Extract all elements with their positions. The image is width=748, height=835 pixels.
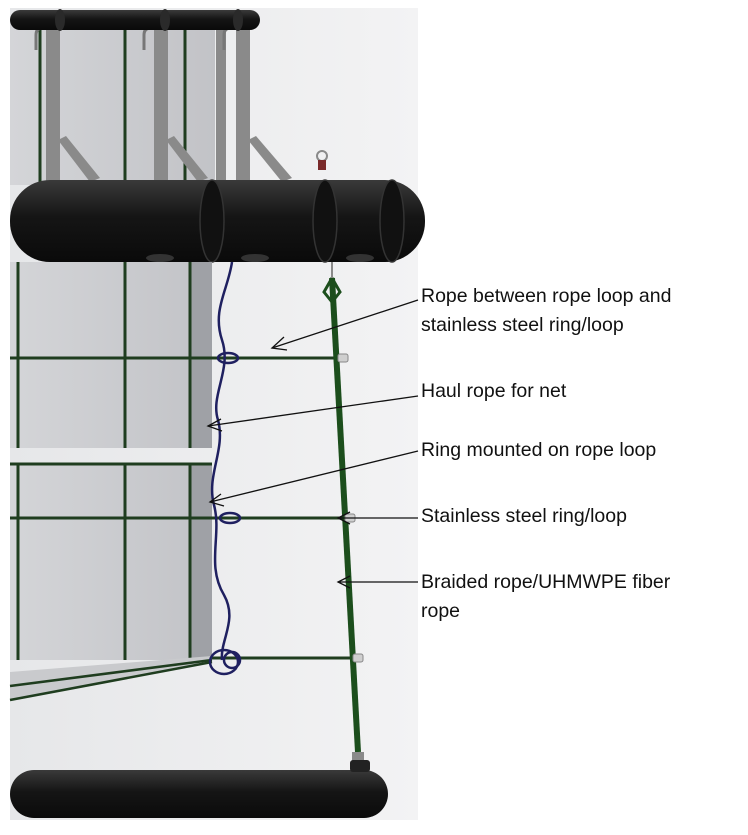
leader-line [207, 395, 419, 427]
braided-rope-eye [322, 274, 342, 305]
label-line: rope [421, 600, 460, 622]
label-ring-mounted: Ring mounted on rope loop [421, 439, 656, 461]
collar-joint [312, 179, 338, 263]
arrowhead-icon [208, 493, 225, 507]
arrowhead-icon [270, 336, 288, 351]
net-bottom-line [9, 658, 213, 688]
net-bottom-line [9, 660, 213, 702]
lower-net-section [9, 462, 213, 702]
rope-loop-icon [216, 351, 240, 365]
bracket-post [216, 22, 226, 182]
net-panel-upper [10, 262, 210, 448]
steel-ring-icon [352, 653, 364, 663]
rope-loop-icon [218, 511, 242, 525]
collar-clamp [241, 254, 269, 262]
label-line: Ring mounted on rope loop [421, 439, 656, 461]
label-haul-rope: Haul rope for net [421, 380, 567, 402]
leader-line [271, 299, 419, 349]
bracket-post [154, 22, 168, 182]
collar-clamp [146, 254, 174, 262]
bottom-pipe-body [10, 770, 388, 818]
collar-joint [379, 179, 405, 263]
bracket-brace [166, 136, 208, 182]
arrowhead-icon [336, 511, 351, 525]
bracket-post [46, 22, 60, 182]
net-panel-lower [10, 464, 210, 660]
rope-loop-icon [208, 648, 240, 676]
bottom-pipe [10, 760, 388, 818]
bracket-brace [58, 136, 100, 182]
handrail-joint [233, 9, 243, 31]
label-line: Haul rope for net [421, 380, 567, 402]
upper-frame [10, 9, 292, 185]
steel-ring-icon [337, 353, 349, 363]
net-panel-side [190, 262, 212, 448]
collar-joint [199, 179, 225, 263]
floating-collar [10, 150, 425, 263]
label-line: stainless steel ring/loop [421, 314, 624, 336]
bracket-post [236, 22, 250, 182]
net-panel-side [190, 464, 212, 660]
label-steel-ring: Stainless steel ring/loop [421, 505, 627, 527]
annotation-leaders [206, 299, 419, 589]
handrail-joint [160, 9, 170, 31]
label-braided-rope: Braided rope/UHMWPE fiber rope [421, 571, 676, 622]
label-line: Braided rope/UHMWPE fiber [421, 571, 671, 593]
label-rope-between: Rope between rope loop and stainless ste… [421, 285, 677, 336]
handrail-joint [55, 9, 65, 31]
shackle-body [318, 160, 326, 170]
bracket-brace [248, 136, 292, 182]
label-line: Stainless steel ring/loop [421, 505, 627, 527]
rope-loop-icon [222, 650, 242, 670]
bottom-pipe-clamp [350, 760, 370, 772]
handrail-pipe [10, 10, 260, 30]
annotation-labels: Rope between rope loop and stainless ste… [421, 285, 677, 622]
haul-rope [210, 261, 234, 661]
label-line: Rope between rope loop and [421, 285, 671, 307]
leader-line [209, 450, 419, 503]
arrowhead-icon [336, 575, 351, 589]
rope-loops [208, 351, 242, 676]
arrowhead-icon [206, 418, 223, 432]
upper-net-section [10, 262, 212, 448]
collar-clamp [346, 254, 374, 262]
